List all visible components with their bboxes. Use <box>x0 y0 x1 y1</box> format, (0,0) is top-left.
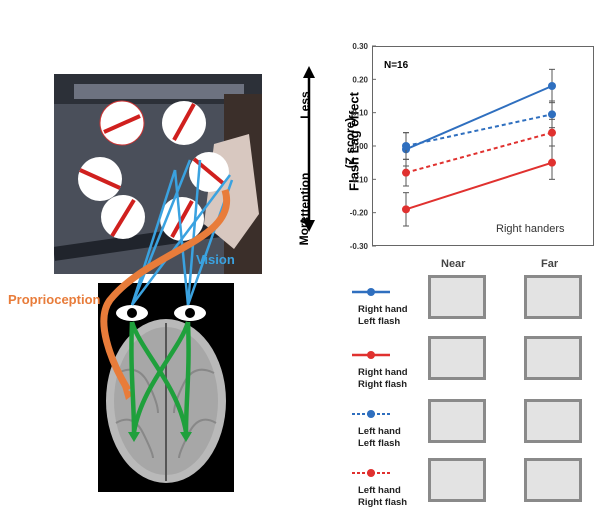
data-point <box>402 168 410 177</box>
condition-tile-far <box>524 399 582 443</box>
legend-item: Right hand Left flash <box>350 286 430 332</box>
y-axis-labels: Less Attention More Flash Lag effect (Z … <box>288 46 364 246</box>
legend-label-line1: Right hand <box>358 304 408 315</box>
data-point <box>548 128 556 137</box>
data-point <box>548 158 556 167</box>
legend-label-line1: Left hand <box>358 485 401 496</box>
legend-swatch <box>352 351 390 359</box>
condition-tile-near <box>428 399 486 443</box>
condition-tile-far <box>524 275 582 319</box>
y-tick-label: 0.00 <box>352 142 368 151</box>
condition-tile-near <box>428 275 486 319</box>
legend-label-line2: Right flash <box>358 379 408 390</box>
legend-label-line2: Left flash <box>358 316 401 327</box>
y-tick-label: -0.20 <box>350 209 369 218</box>
legend-label: Left hand Left flash <box>358 426 401 450</box>
condition-tile-near <box>428 458 486 502</box>
legend-label-line2: Right flash <box>358 497 408 508</box>
group-annotation: Right handers <box>496 223 565 235</box>
legend-swatch <box>352 288 390 296</box>
legend-item: Left hand Left flash <box>350 408 430 454</box>
proprioception-label: Proprioception <box>8 292 101 307</box>
data-point <box>402 142 410 150</box>
column-near-label: Near <box>441 258 466 270</box>
legend-label: Right hand Right flash <box>358 367 408 391</box>
y-tick-label: -0.30 <box>350 242 369 251</box>
sample-size-label: N=16 <box>384 60 409 71</box>
condition-tile-near <box>428 336 486 380</box>
legend-label: Right hand Left flash <box>358 304 408 328</box>
legend-item: Left hand Right flash <box>350 467 430 513</box>
legend-swatch <box>352 410 390 418</box>
series-line <box>405 85 553 151</box>
series-line <box>405 161 553 211</box>
legend-label: Left hand Right flash <box>358 485 407 509</box>
data-point <box>402 205 410 214</box>
series-line <box>405 131 553 174</box>
data-point <box>548 110 556 119</box>
legend-item: Right hand Right flash <box>350 349 430 395</box>
data-point <box>548 82 556 90</box>
column-far-label: Far <box>541 258 559 270</box>
legend-swatch <box>352 469 390 477</box>
attention-arrow <box>303 66 315 232</box>
legend-label-line2: Left flash <box>358 438 401 449</box>
vision-label: Vision <box>196 252 235 267</box>
y-tick-label: 0.20 <box>352 75 368 84</box>
legend-label-line1: Left hand <box>358 426 401 437</box>
series-line <box>405 113 553 147</box>
y-tick-label: -0.10 <box>350 175 369 184</box>
y-tick-label: 0.30 <box>352 42 368 51</box>
condition-tile-far <box>524 336 582 380</box>
y-tick-label: 0.10 <box>352 109 368 118</box>
condition-tile-far <box>524 458 582 502</box>
legend-label-line1: Right hand <box>358 367 408 378</box>
